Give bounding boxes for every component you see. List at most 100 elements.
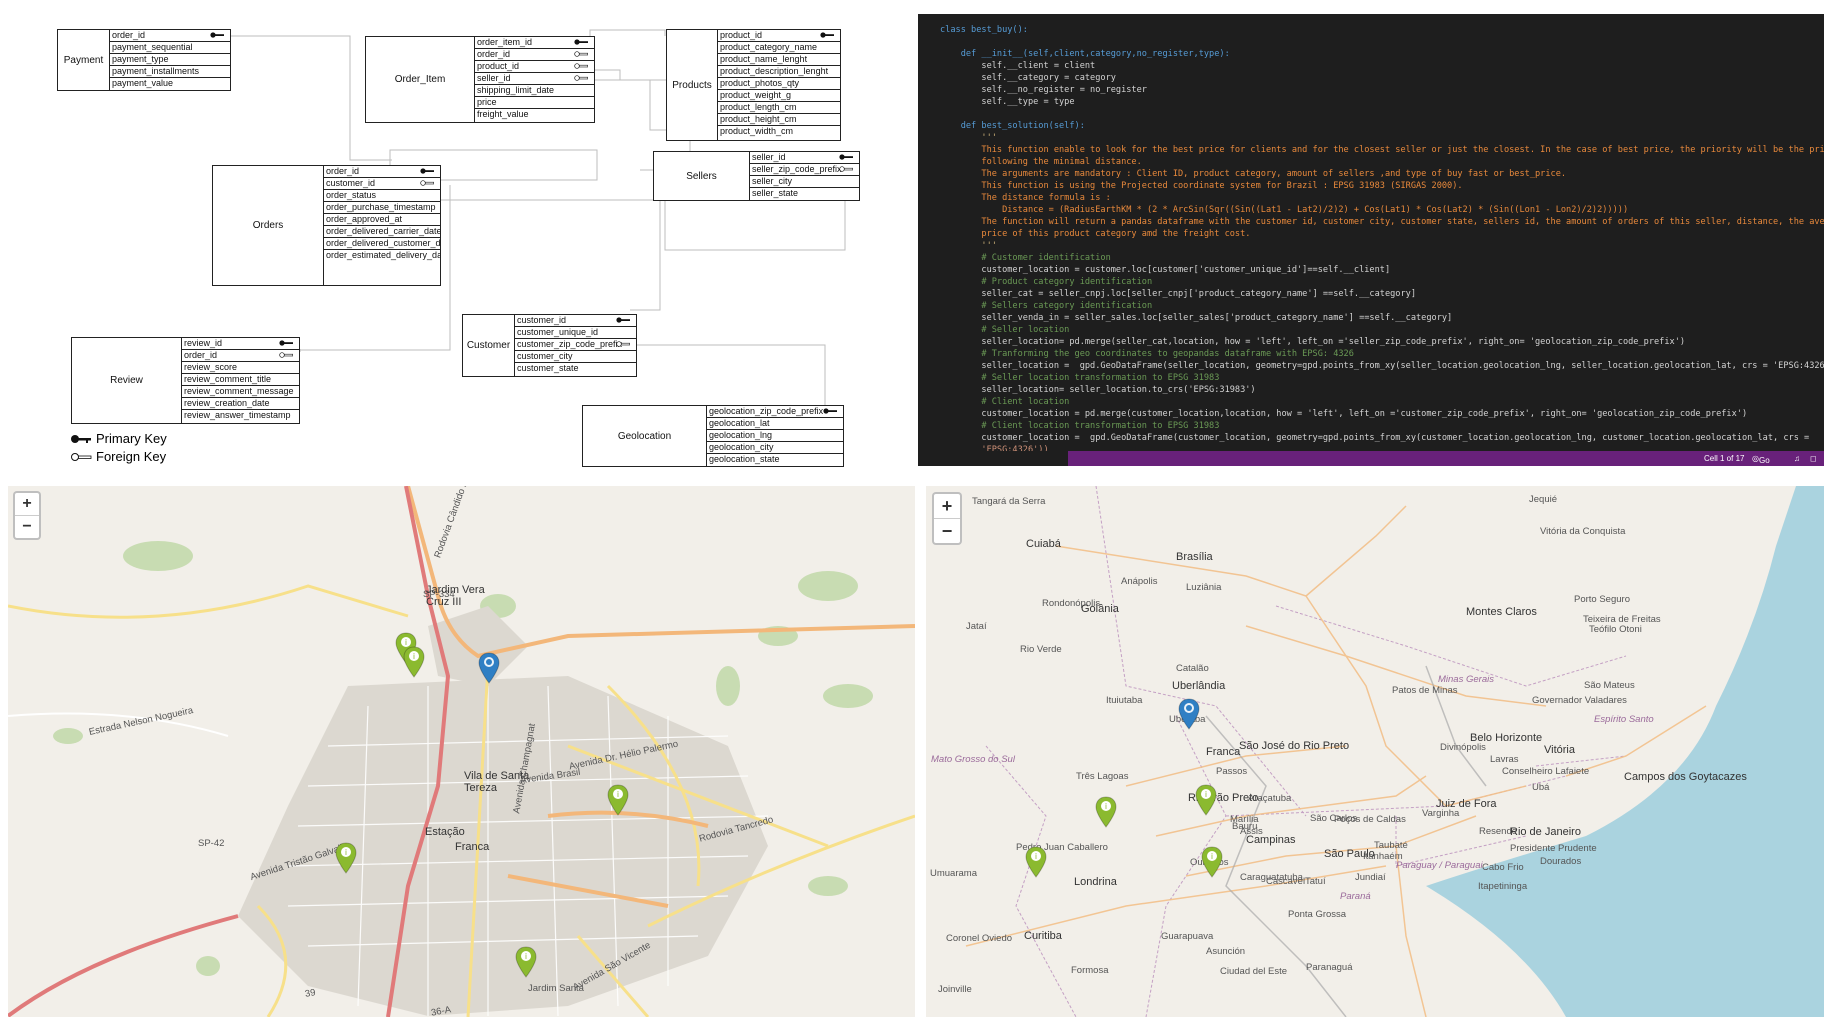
map-label: Catalão [1176, 663, 1209, 674]
code-line: customer_location = customer.loc[custome… [940, 265, 1391, 275]
green-info-marker-icon[interactable]: i [403, 646, 425, 678]
code-line: # Client location [940, 397, 1070, 407]
field-name: product_height_cm [720, 114, 797, 124]
table-field: order_item_id [475, 37, 594, 49]
green-info-marker-icon[interactable]: i [1195, 784, 1217, 816]
go-live-label: Go Live [1758, 456, 1770, 465]
field-name: product_photos_qty [720, 78, 800, 88]
field-name: product_description_lenght [720, 66, 829, 76]
map-label: Luziânia [1186, 582, 1222, 593]
table-field: order_approved_at [324, 214, 440, 226]
map-label: Cuiabá [1026, 538, 1061, 550]
field-name: customer_id [517, 315, 567, 325]
feedback-icon[interactable]: ♫ [1794, 454, 1800, 463]
field-name: geolocation_state [709, 454, 780, 464]
table-field: payment_sequential [110, 42, 230, 54]
table-field: product_id [475, 61, 594, 73]
field-name: seller_zip_code_prefix [752, 164, 842, 174]
table-field: customer_state [515, 363, 636, 374]
green-info-marker-icon[interactable]: i [1201, 846, 1223, 878]
green-info-marker-icon[interactable]: i [1095, 796, 1117, 828]
map-label: Passos [1216, 766, 1248, 777]
table-field: order_delivered_carrier_date [324, 226, 440, 238]
map-label: SP-334 [423, 589, 455, 600]
code-line: following the minimal distance. [940, 157, 1142, 167]
table-field: order_estimated_delivery_da te [324, 250, 440, 261]
field-name: geolocation_city [709, 442, 774, 452]
zoom-in-button[interactable]: + [15, 493, 39, 516]
status-bar: Cell 1 of 17 ◎ Go Live ♫ ◻ [918, 451, 1824, 466]
map-label: Umuarama [930, 868, 977, 879]
field-name: seller_state [752, 188, 799, 198]
field-name: price [477, 97, 497, 107]
field-name: order_purchase_timestamp [326, 202, 436, 212]
status-cell[interactable]: Cell 1 of 17 [1704, 454, 1745, 463]
map-label: São Carlos [1310, 813, 1357, 824]
primary-key-icon [839, 154, 853, 160]
field-name: customer_zip_code_prefix [517, 339, 623, 349]
field-name: order_id [326, 166, 360, 176]
green-info-marker-icon[interactable]: i [1025, 846, 1047, 878]
table-field: customer_zip_code_prefix [515, 339, 636, 351]
code-line: The distance formula is : [940, 193, 1111, 203]
foreign-key-icon [616, 341, 630, 347]
green-info-marker-icon[interactable]: i [607, 784, 629, 816]
field-name: product_name_lenght [720, 54, 808, 64]
map-label: Três Lagoas [1076, 771, 1129, 782]
svg-text:i: i [405, 638, 407, 647]
zoom-in-button[interactable]: + [934, 494, 960, 519]
svg-text:i: i [413, 652, 415, 661]
foreign-key-icon [839, 166, 853, 172]
field-name: product_weight_g [720, 90, 792, 100]
field-name: review_comment_message [184, 386, 294, 396]
code-editor-panel[interactable]: class best_buy(): def __init__(self,clie… [918, 14, 1824, 466]
table-field: payment_type [110, 54, 230, 66]
notification-icon[interactable]: ◻ [1810, 454, 1817, 463]
code-line: self.__category = category [940, 73, 1116, 83]
code-block[interactable]: class best_buy(): def __init__(self,clie… [918, 14, 1824, 456]
code-line: customer_location = pd.merge(customer_lo… [940, 409, 1748, 419]
code-line: price of this product category amd the f… [940, 229, 1251, 239]
table-field: seller_id [475, 73, 594, 85]
map-label: Campos dos Goytacazes [1624, 771, 1747, 783]
table-field: seller_state [750, 188, 859, 199]
green-info-marker-icon[interactable]: i [335, 842, 357, 874]
zoom-out-button[interactable]: − [22, 518, 32, 535]
map-label: Ponta Grossa [1288, 909, 1347, 920]
table-title: Payment [58, 30, 110, 90]
map-label: Paraná [1340, 891, 1371, 902]
map-label: Coronel Oviedo [946, 933, 1013, 944]
table-title: Sellers [654, 152, 750, 200]
map-label: Presidente Prudente [1510, 843, 1597, 854]
primary-key-icon [574, 39, 588, 45]
code-line: self.__no_register = no_register [940, 85, 1147, 95]
map-label: Patos de Minas [1392, 685, 1458, 696]
map-label: Paraguay / Paraguai [1396, 860, 1483, 871]
field-name: customer_state [517, 363, 579, 373]
zoom-out-button[interactable]: − [941, 521, 953, 541]
field-name: order_id [184, 350, 218, 360]
status-golive[interactable]: ◎ Go Live [1752, 453, 1770, 465]
green-info-marker-icon[interactable]: i [515, 946, 537, 978]
table-field: review_comment_message [182, 386, 299, 398]
field-name: order_item_id [477, 37, 533, 47]
blue-location-marker-icon[interactable] [478, 652, 500, 684]
field-name: order_delivered_customer_d ate [326, 238, 440, 248]
table-field: price [475, 97, 594, 109]
blue-location-marker-icon[interactable] [1178, 698, 1200, 730]
map-label: Caraguatatuba [1240, 872, 1303, 883]
map-label: Vila de Santa Tereza [464, 770, 530, 794]
code-line: # Customer identification [940, 253, 1111, 263]
primary-key-icon [616, 317, 630, 323]
code-line: seller_cat = seller_cnpj.loc[seller_cnpj… [940, 289, 1416, 299]
field-name: review_id [184, 338, 223, 348]
